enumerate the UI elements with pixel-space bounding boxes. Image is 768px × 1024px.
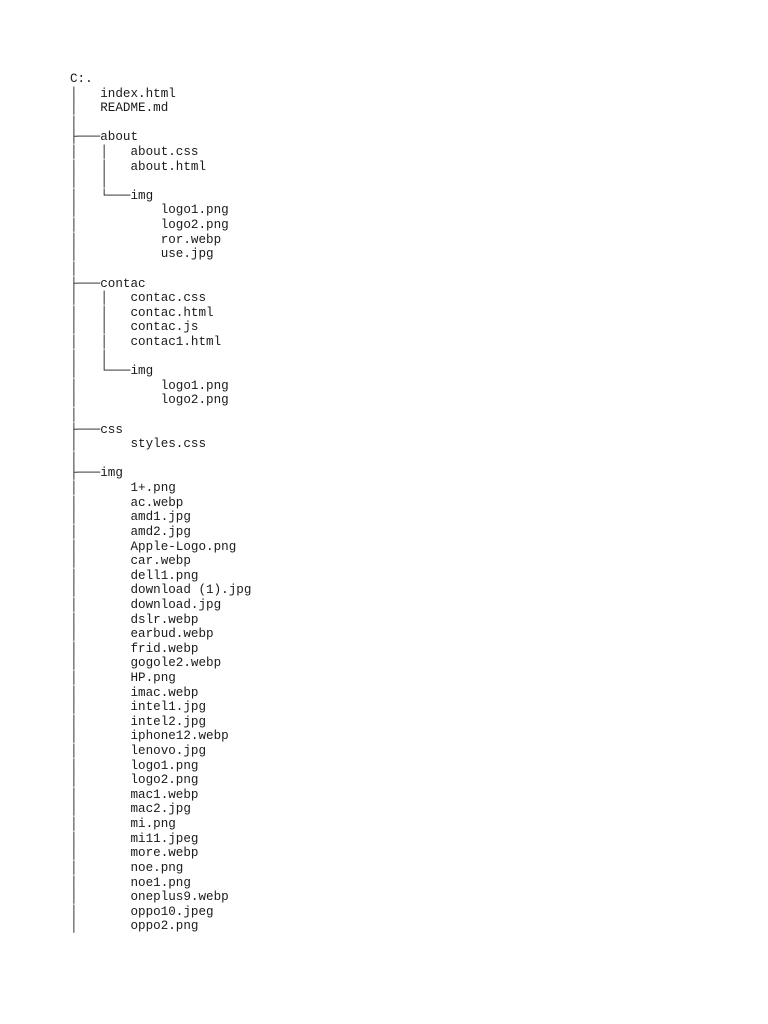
tree-line: │ │ [70, 174, 108, 189]
tree-line: │ [70, 115, 78, 130]
tree-line: │ mi11.jpeg [70, 831, 199, 846]
tree-line: │ ror.webp [70, 232, 222, 247]
tree-line: │ mac1.webp [70, 787, 199, 802]
tree-line: ├───img [70, 466, 123, 481]
tree-line: │ amd1.jpg [70, 510, 191, 525]
tree-line: │ [70, 408, 78, 423]
tree-line: │ [70, 261, 78, 276]
tree-line: │ imac.webp [70, 685, 199, 700]
tree-line: │ logo2.png [70, 218, 229, 233]
tree-line: │ index.html [70, 86, 176, 101]
tree-line: │ amd2.jpg [70, 524, 191, 539]
tree-line: │ │ about.css [70, 145, 199, 160]
tree-line: │ │ contac.html [70, 305, 214, 320]
tree-line: │ logo2.png [70, 773, 199, 788]
tree-line: │ styles.css [70, 437, 207, 452]
tree-line: │ use.jpg [70, 247, 214, 262]
tree-line: │ download (1).jpg [70, 583, 252, 598]
tree-line: │ iphone12.webp [70, 729, 229, 744]
tree-line: │ │ contac.js [70, 320, 199, 335]
tree-line: ├───css [70, 422, 123, 437]
tree-line: │ │ about.html [70, 159, 207, 174]
tree-line: │ oppo10.jpeg [70, 904, 214, 919]
tree-line: │ noe1.png [70, 875, 191, 890]
tree-line: │ └───img [70, 188, 154, 203]
tree-line: │ │ contac1.html [70, 334, 222, 349]
tree-line: │ lenovo.jpg [70, 744, 207, 759]
tree-line: │ frid.webp [70, 641, 199, 656]
tree-line: │ oneplus9.webp [70, 890, 229, 905]
tree-line: │ download.jpg [70, 597, 222, 612]
tree-line: │ noe.png [70, 860, 184, 875]
tree-line: │ dslr.webp [70, 612, 199, 627]
tree-line: C:. [70, 72, 93, 86]
tree-line: │ gogole2.webp [70, 656, 222, 671]
tree-line: ├───about [70, 130, 139, 145]
tree-line: │ oppo2.png [70, 919, 199, 934]
tree-line: │ │ [70, 349, 108, 364]
tree-line: │ earbud.webp [70, 627, 214, 642]
tree-line: │ logo1.png [70, 203, 229, 218]
tree-line: │ [70, 451, 78, 466]
tree-line: │ Apple-Logo.png [70, 539, 237, 554]
tree-line: │ logo1.png [70, 378, 229, 393]
tree-line: │ mac2.jpg [70, 802, 191, 817]
tree-line: │ intel2.jpg [70, 714, 207, 729]
tree-line: │ └───img [70, 364, 154, 379]
tree-line: │ intel1.jpg [70, 700, 207, 715]
tree-line: │ dell1.png [70, 568, 199, 583]
tree-line: │ │ contac.css [70, 291, 207, 306]
tree-line: │ 1+.png [70, 481, 176, 496]
tree-line: │ logo2.png [70, 393, 229, 408]
tree-line: ├───contac [70, 276, 146, 291]
tree-line: │ more.webp [70, 846, 199, 861]
directory-tree-listing: C:.│ index.html│ README.md│├───about│ │ … [70, 72, 251, 934]
tree-line: │ README.md [70, 101, 169, 116]
tree-line: │ logo1.png [70, 758, 199, 773]
tree-line: │ car.webp [70, 554, 191, 569]
tree-line: │ HP.png [70, 670, 176, 685]
tree-line: │ mi.png [70, 817, 176, 832]
tree-line: │ ac.webp [70, 495, 184, 510]
